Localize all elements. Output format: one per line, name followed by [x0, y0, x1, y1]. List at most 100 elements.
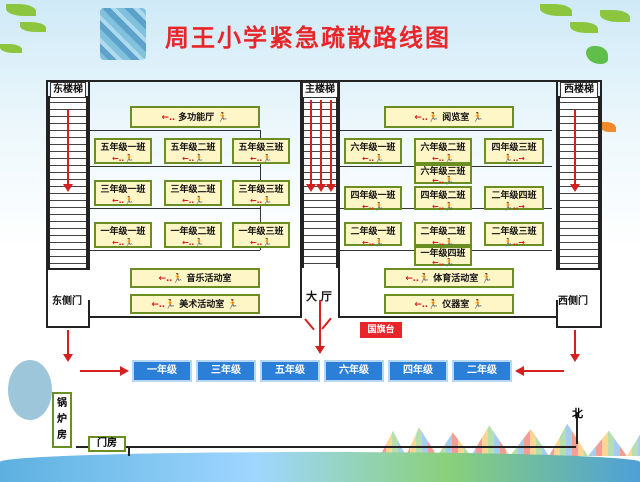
room-music: ←‥🏃 音乐活动室 [130, 268, 260, 288]
route-arrow [306, 184, 316, 192]
room-grade6-class3: 六年级三班←‥🏃 [414, 164, 472, 185]
room-grade3-class3: 三年级三班←‥🏃 [232, 180, 290, 206]
route-line [574, 110, 576, 186]
room-grade5-class3: 五年级三班←‥🏃 [232, 138, 290, 164]
building-outline [46, 268, 90, 270]
room-grade3-class2: 三年级二班←‥🏃 [164, 180, 222, 206]
leaf-decoration [20, 22, 46, 32]
room-grade1-class2: 一年级二班←‥🏃 [164, 222, 222, 248]
route-line [524, 370, 564, 372]
main-stairs-label: 主楼梯 [302, 82, 338, 98]
route-line [319, 300, 321, 348]
route-arrow [316, 184, 326, 192]
room-pe: ←‥🏃 体育活动室 🏃 [384, 268, 514, 288]
assembly-zone-grade6: 六年级 [324, 360, 384, 382]
route-line [320, 100, 322, 186]
flag-stage: 国旗台 [360, 322, 402, 338]
route-line [67, 110, 69, 186]
tree-decoration [8, 360, 52, 420]
room-grade1-class3: 一年级三班←‥🏃 [232, 222, 290, 248]
building-outline [556, 300, 558, 328]
building-outline [88, 300, 90, 328]
assembly-zone-grade3: 三年级 [196, 360, 256, 382]
east-side-door: 东侧门 [52, 296, 82, 307]
building-outline [88, 316, 302, 318]
route-arrow [315, 346, 325, 354]
building-outline [46, 80, 48, 328]
building-outline [46, 80, 602, 82]
room-grade2-class2: 二年级二班←‥🏃 [414, 222, 472, 247]
building-outline [340, 316, 558, 318]
assembly-zone-grade5: 五年级 [260, 360, 320, 382]
room-grade5-class1: 五年级一班←‥🏃 [94, 138, 152, 164]
route-line [574, 330, 576, 356]
bird-icon [600, 122, 616, 132]
west-side-door: 西侧门 [558, 296, 588, 307]
room-grade6-class2: 六年级二班←‥🏃 [414, 138, 472, 164]
room-equipment: ←‥🏃 仪器室 🏃 [384, 294, 514, 314]
route-arrow [63, 354, 73, 362]
route-line [330, 100, 332, 186]
west-stairs-label: 西楼梯 [560, 82, 598, 98]
leaf-decoration [600, 10, 630, 22]
room-grade2-class4: 二年级四班🏃‥→ [484, 186, 544, 211]
north-label: 北 [572, 407, 583, 420]
room-grade1-class1: 一年级一班←‥🏃 [94, 222, 152, 248]
room-grade4-class3: 四年级三班🏃‥→ [484, 138, 544, 164]
room-grade2-class1: 二年级一班←‥🏃 [344, 222, 402, 247]
corridor-line [340, 130, 552, 131]
assembly-zone-grade2: 二年级 [452, 360, 512, 382]
route-line [310, 100, 312, 186]
building-outline [556, 268, 602, 270]
leaf-decoration [0, 44, 22, 53]
route-arrow [120, 366, 129, 376]
building-outline [556, 326, 602, 328]
room-reading: ←‥🏃 阅览室 🏃 [384, 106, 514, 128]
building-outline [556, 80, 558, 270]
boundary-wall [76, 446, 576, 448]
corridor-line [90, 250, 260, 251]
room-grade2-class3: 二年级三班🏃‥→ [484, 222, 544, 247]
gatehouse: 门房 [88, 436, 126, 452]
page-title: 周王小学紧急疏散路线图 [165, 24, 451, 52]
ground-decoration [0, 452, 640, 482]
building-outline [300, 80, 302, 318]
room-grade3-class1: 三年级一班←‥🏃 [94, 180, 152, 206]
north-arrow-icon [576, 412, 578, 444]
route-line [321, 317, 332, 330]
lobby-label: 大 厅 [306, 290, 332, 303]
boiler-room: 锅炉房 [52, 392, 72, 448]
room-multipurpose-hall: ←‥ 多功能厅 🏃 [130, 106, 260, 128]
room-grade1-class4: 一年级四班←‥🏃 [414, 246, 472, 267]
route-arrow [570, 184, 580, 192]
room-grade4-class1: 四年级一班←‥🏃 [344, 186, 402, 211]
route-line [304, 318, 315, 331]
corridor-line [90, 166, 260, 167]
assembly-zone-grade1: 一年级 [132, 360, 192, 382]
room-grade4-class2: 四年级二班←‥🏃 [414, 186, 472, 211]
route-line [80, 370, 120, 372]
building-outline [88, 80, 90, 270]
west-stairs [558, 96, 600, 268]
leaf-decoration [6, 4, 36, 16]
building-outline [600, 80, 602, 328]
school-logo [100, 8, 146, 60]
building-outline [338, 80, 340, 318]
room-grade5-class2: 五年级二班←‥🏃 [164, 138, 222, 164]
route-line [67, 330, 69, 356]
building-outline [46, 326, 90, 328]
room-art: ←‥🏃 美术活动室 🏃 [130, 294, 260, 314]
route-arrow [570, 354, 580, 362]
boundary-wall [128, 446, 130, 456]
route-arrow [515, 366, 524, 376]
east-stairs-label: 东楼梯 [50, 82, 86, 98]
route-arrow [326, 184, 336, 192]
room-grade6-class1: 六年级一班←‥🏃 [344, 138, 402, 164]
assembly-zone-grade4: 四年级 [388, 360, 448, 382]
corridor-line [90, 208, 260, 209]
flowers-decoration [380, 423, 640, 456]
route-arrow [63, 184, 73, 192]
bird-icon [586, 46, 608, 64]
leaf-decoration [570, 22, 598, 33]
